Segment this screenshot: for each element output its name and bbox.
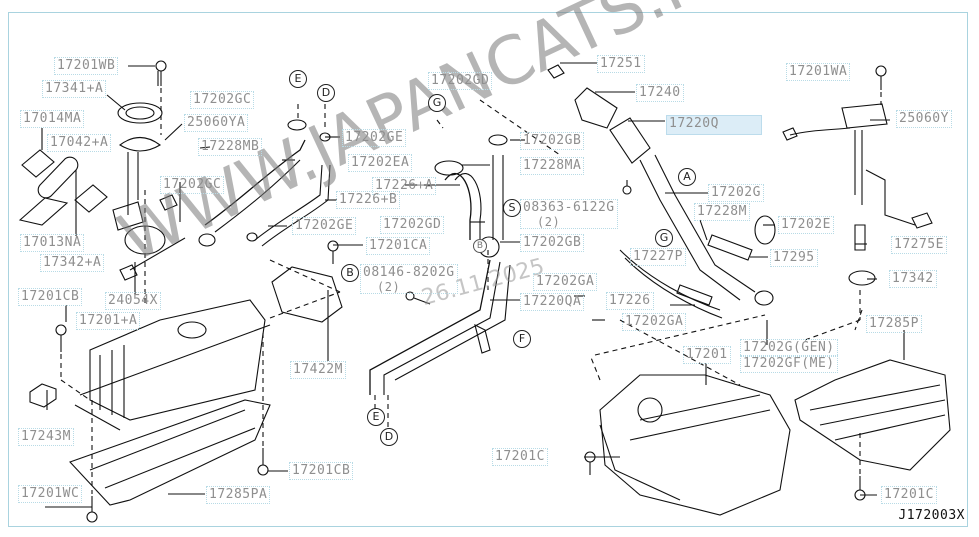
part-label-17201wc[interactable]: 17201WC bbox=[18, 485, 83, 503]
part-label-17202e[interactable]: 17202E bbox=[778, 216, 834, 234]
part-label-25060y[interactable]: 25060Y bbox=[896, 110, 952, 128]
callout-b-fitting: B bbox=[473, 239, 487, 253]
part-number: 08363-6122G bbox=[523, 200, 615, 215]
part-label-17251[interactable]: 17251 bbox=[597, 55, 645, 73]
part-label-17220qa[interactable]: 17220QA bbox=[520, 293, 585, 311]
bolt-icons bbox=[55, 60, 887, 523]
part-label-17227p[interactable]: 17227P bbox=[630, 248, 686, 266]
part-label-17202ge-top[interactable]: 17202GE bbox=[342, 129, 407, 147]
part-label-17228ma[interactable]: 17228MA bbox=[520, 157, 585, 175]
part-label-08146-8202g[interactable]: 08146-8202G (2) bbox=[360, 264, 458, 294]
hose-17226a bbox=[444, 172, 472, 240]
fuel-filter bbox=[18, 197, 69, 226]
part-label-17201wb[interactable]: 17201WB bbox=[54, 57, 119, 75]
callout-s: S bbox=[503, 199, 521, 217]
part-label-17285p[interactable]: 17285P bbox=[866, 315, 922, 333]
part-label-17202gc-top[interactable]: 17202GC bbox=[190, 91, 255, 109]
part-label-17228m[interactable]: 17228M bbox=[694, 203, 750, 221]
fuel-sender-unit bbox=[782, 103, 933, 229]
leader-lines bbox=[41, 62, 905, 508]
part-label-17275e[interactable]: 17275E bbox=[891, 236, 947, 254]
part-label-08363-6122g[interactable]: 08363-6122G (2) bbox=[520, 199, 618, 229]
part-label-17201a[interactable]: 17201+A bbox=[76, 312, 141, 330]
part-label-17201wa[interactable]: 17201WA bbox=[786, 63, 851, 81]
hose-17226 bbox=[619, 249, 721, 311]
part-label-17201[interactable]: 17201 bbox=[683, 346, 731, 364]
part-label-17285pa[interactable]: 17285PA bbox=[206, 486, 271, 504]
quantity: (2) bbox=[377, 280, 401, 294]
callout-d-top: D bbox=[317, 84, 335, 102]
part-label-17228mb[interactable]: 17228MB bbox=[198, 138, 263, 156]
part-label-17202gc-mid[interactable]: 17202GC bbox=[160, 176, 225, 194]
shield-17422m bbox=[271, 266, 343, 323]
skid-plate-left bbox=[69, 399, 271, 506]
lock-ring bbox=[117, 102, 163, 124]
callout-b-label: B bbox=[341, 264, 359, 282]
hose-17226b bbox=[254, 164, 323, 241]
callout-a: A bbox=[678, 168, 696, 186]
heat-insulator bbox=[29, 383, 57, 408]
fuel-tank-left bbox=[74, 299, 271, 431]
filler-tube bbox=[369, 259, 491, 395]
fuel-pump bbox=[37, 156, 79, 199]
part-label-17202ge-mid[interactable]: 17202GE bbox=[292, 217, 357, 235]
part-label-17202g-gen[interactable]: 17202G(GEN) bbox=[740, 339, 838, 357]
part-label-17201ca[interactable]: 17201CA bbox=[366, 237, 431, 255]
part-label-17202ga-low[interactable]: 17202GA bbox=[622, 313, 687, 331]
clamp-17202e bbox=[754, 215, 776, 245]
part-label-17342a[interactable]: 17342+A bbox=[40, 254, 105, 272]
callout-g-top: G bbox=[428, 94, 446, 112]
pump-flange bbox=[119, 136, 161, 152]
diagram-code: J172003X bbox=[898, 508, 965, 523]
part-label-17220q-highlighted[interactable]: 17220Q bbox=[666, 115, 762, 135]
part-label-17202ea[interactable]: 17202EA bbox=[348, 154, 413, 172]
part-label-17201cb-left[interactable]: 17201CB bbox=[18, 288, 83, 306]
part-label-17202g[interactable]: 17202G bbox=[708, 184, 764, 202]
callout-g-mid: G bbox=[655, 229, 673, 247]
quantity: (2) bbox=[537, 215, 561, 229]
spring-17295 bbox=[707, 234, 753, 261]
gasket bbox=[124, 225, 166, 255]
part-label-24054x[interactable]: 24054X bbox=[105, 292, 161, 310]
part-label-17201c-right[interactable]: 17201C bbox=[881, 486, 937, 504]
skid-plate-right bbox=[794, 359, 951, 471]
part-label-17202gb-mid[interactable]: 17202GB bbox=[520, 234, 585, 252]
part-label-17202ga-mid[interactable]: 17202GA bbox=[533, 273, 598, 291]
part-label-17042a[interactable]: 17042+A bbox=[47, 134, 112, 152]
part-label-17201c-mid[interactable]: 17201C bbox=[492, 448, 548, 466]
diagram-frame bbox=[8, 12, 968, 527]
part-label-17013na[interactable]: 17013NA bbox=[20, 234, 85, 252]
part-label-17201cb-bottom[interactable]: 17201CB bbox=[289, 462, 354, 480]
part-label-17226b[interactable]: 17226+B bbox=[336, 191, 401, 209]
part-label-17422m[interactable]: 17422M bbox=[290, 361, 346, 379]
part-label-17202gd-mid[interactable]: 17202GD bbox=[380, 216, 445, 234]
part-label-17014ma[interactable]: 17014MA bbox=[20, 110, 85, 128]
spring-17227p bbox=[676, 284, 713, 306]
filler-cap bbox=[547, 64, 565, 79]
part-label-25060ya[interactable]: 25060YA bbox=[184, 114, 249, 132]
part-label-17295[interactable]: 17295 bbox=[770, 249, 818, 267]
part-number: 08146-8202G bbox=[363, 265, 455, 280]
part-label-17202gb-top[interactable]: 17202GB bbox=[520, 132, 585, 150]
fuel-tank-right bbox=[599, 374, 791, 516]
callout-f: F bbox=[513, 330, 531, 348]
part-label-17202gd-top[interactable]: 17202GD bbox=[428, 72, 493, 90]
callout-e-bottom: E bbox=[367, 408, 385, 426]
part-label-17342[interactable]: 17342 bbox=[889, 270, 937, 288]
gasket-17342 bbox=[848, 270, 876, 286]
part-label-17243m[interactable]: 17243M bbox=[18, 428, 74, 446]
filler-seal bbox=[574, 87, 618, 129]
callout-e-top: E bbox=[289, 70, 307, 88]
callout-d-bottom: D bbox=[380, 428, 398, 446]
suction-filter bbox=[854, 224, 866, 251]
part-label-17226[interactable]: 17226 bbox=[606, 292, 654, 310]
part-label-17341a[interactable]: 17341+A bbox=[42, 80, 107, 98]
filler-neck bbox=[609, 117, 651, 164]
hose-17228mb bbox=[204, 139, 306, 226]
part-label-17226a[interactable]: 17226+A bbox=[372, 177, 437, 195]
part-label-17202gf-me[interactable]: 17202GF(ME) bbox=[740, 355, 838, 373]
part-label-17240[interactable]: 17240 bbox=[636, 84, 684, 102]
